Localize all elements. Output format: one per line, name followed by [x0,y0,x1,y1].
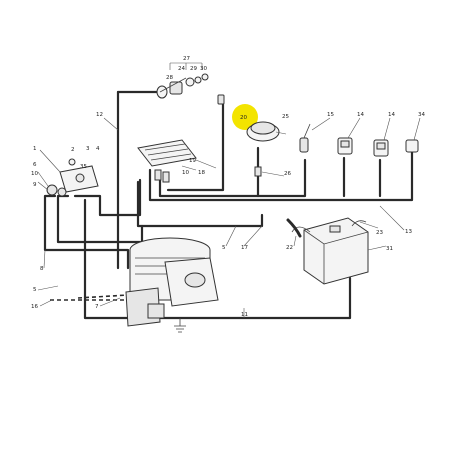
label-14a: 14 [357,112,364,118]
label-26: 26 [284,171,291,177]
label-11: 11 [241,312,248,318]
label-31: 31 [386,246,393,252]
switch-34 [405,139,419,153]
regulator-assembly [46,158,99,197]
label-24: 24 [178,66,185,72]
label-29: 29 [190,66,197,72]
label-5: 5 [33,287,37,293]
label-3: 3 [86,146,90,152]
label-17: 17 [241,245,248,251]
highlight-circle [232,104,258,130]
control-module-19 [137,139,197,183]
label-10: 10 [31,171,38,177]
label-2: 2 [71,147,75,153]
part-labels: 1 2 3 4 6 35 10 9 8 5 16 7 12 27 24 28 2… [31,56,425,318]
label-27: 27 [183,56,190,62]
label-15: 15 [327,112,334,118]
label-20: 20 [240,115,247,121]
label-12: 12 [96,112,103,118]
engine [125,237,219,327]
label-1: 1 [33,146,37,152]
label-18: 18 [198,170,205,176]
fuse-20 [217,94,225,105]
sensor-15 [299,123,311,153]
label-14b: 14 [388,112,395,118]
ground-symbol [174,318,186,333]
label-8: 8 [40,266,44,272]
switch-14b [373,139,389,157]
label-13: 13 [405,229,412,235]
label-28: 28 [166,75,173,81]
label-19: 19 [189,158,196,164]
switch-14a [337,137,353,155]
battery [286,217,369,285]
label-4: 4 [96,146,100,152]
wiring-harness [43,90,414,320]
label-35: 35 [80,164,87,170]
label-30: 30 [200,66,207,72]
label-34: 34 [418,112,425,118]
label-9: 9 [33,182,37,188]
label-5b: 5 [222,245,226,251]
leader-lines [37,117,421,318]
label-25: 25 [282,114,289,120]
label-22: 22 [286,245,293,251]
label-16: 16 [31,304,38,310]
label-7: 7 [95,304,99,310]
label-10b: 10 [182,170,189,176]
buzzer-25 [246,121,280,177]
label-6: 6 [33,162,37,168]
label-23: 23 [376,230,383,236]
key-switch-assembly [156,62,209,99]
